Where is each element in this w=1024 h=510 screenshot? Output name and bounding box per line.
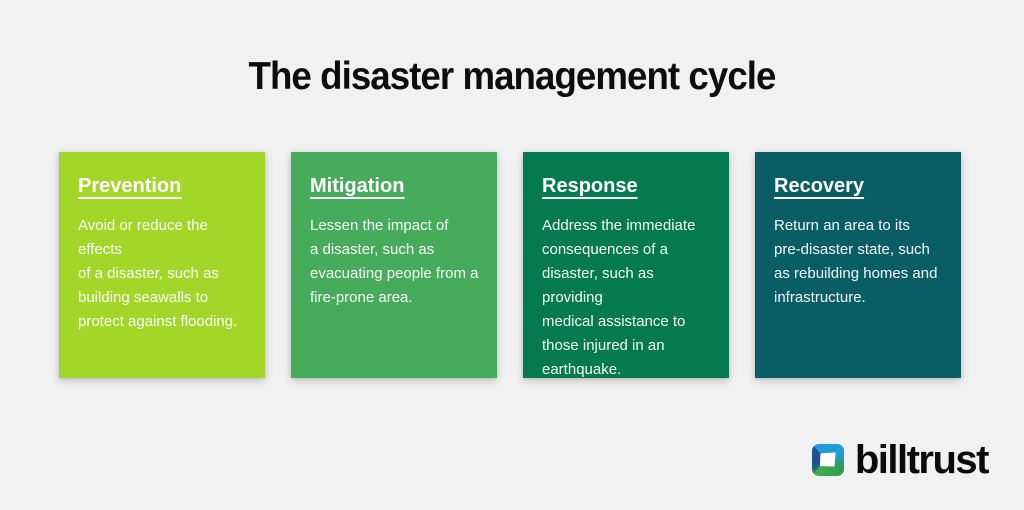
card-mitigation: Mitigation Lessen the impact of a disast… xyxy=(291,152,497,378)
card-heading: Response xyxy=(542,175,638,197)
card-recovery: Recovery Return an area to its pre-disas… xyxy=(755,152,961,378)
page-title: The disaster management cycle xyxy=(248,55,777,98)
card-body: Lessen the impact of a disaster, such as… xyxy=(310,217,479,306)
card-prevention: Prevention Avoid or reduce the effects o… xyxy=(59,152,265,378)
card-body: Return an area to its pre-disaster state… xyxy=(774,217,938,306)
billtrust-square-icon xyxy=(811,444,844,476)
billtrust-logo: billtrust xyxy=(810,438,990,482)
card-response: Response Address the immediate consequen… xyxy=(523,152,729,378)
disaster-cycle-cards: Prevention Avoid or reduce the effects o… xyxy=(59,152,961,378)
card-heading: Recovery xyxy=(774,175,865,197)
card-body: Address the immediate consequences of a … xyxy=(542,217,696,378)
card-heading: Prevention xyxy=(78,175,182,197)
billtrust-wordmark: billtrust xyxy=(854,438,990,482)
card-body: Avoid or reduce the effects of a disaste… xyxy=(78,217,238,330)
card-heading: Mitigation xyxy=(310,175,405,197)
